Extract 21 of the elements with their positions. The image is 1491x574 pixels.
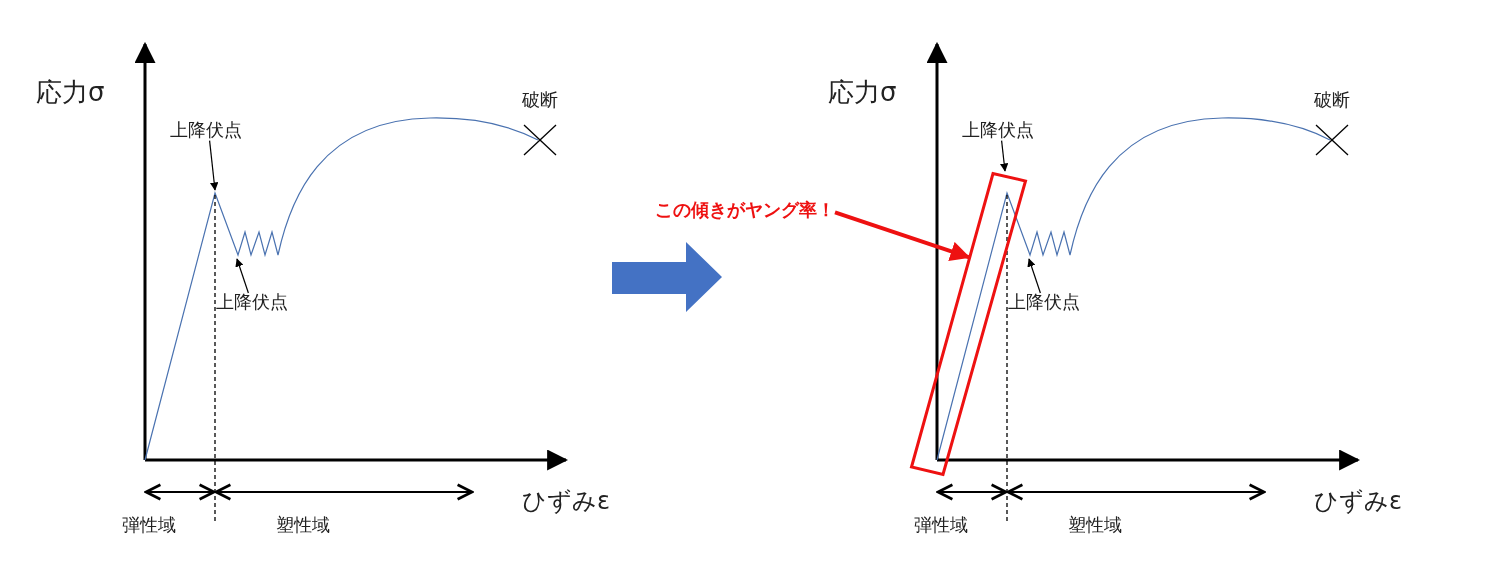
leader-line	[1027, 258, 1041, 294]
point-label: 上降伏点	[1008, 292, 1080, 313]
annotation-text: 破断	[1314, 90, 1350, 111]
point-label: 上降伏点	[962, 120, 1034, 141]
x-axis-label: ひずみε	[1314, 488, 1402, 516]
x-axis-label: ひずみε	[522, 488, 610, 516]
y-axis-label: 応力σ	[828, 78, 897, 108]
point-label: 上降伏点	[216, 292, 288, 313]
arrow	[834, 210, 971, 261]
callout-text: この傾きがヤング率！	[655, 200, 835, 221]
annotation-text: 弾性域	[914, 515, 968, 536]
leader-line	[235, 258, 249, 294]
annotation-text: 塑性域	[276, 515, 330, 536]
point-label: 上降伏点	[170, 120, 242, 141]
leader-line	[1000, 140, 1009, 172]
y-axis-label: 応力σ	[36, 78, 105, 108]
annotation-text: 弾性域	[122, 515, 176, 536]
annotation-text: 破断	[522, 90, 558, 111]
highlight-box	[910, 172, 1027, 476]
leader-line	[209, 140, 219, 191]
annotation-text: 塑性域	[1068, 515, 1122, 536]
